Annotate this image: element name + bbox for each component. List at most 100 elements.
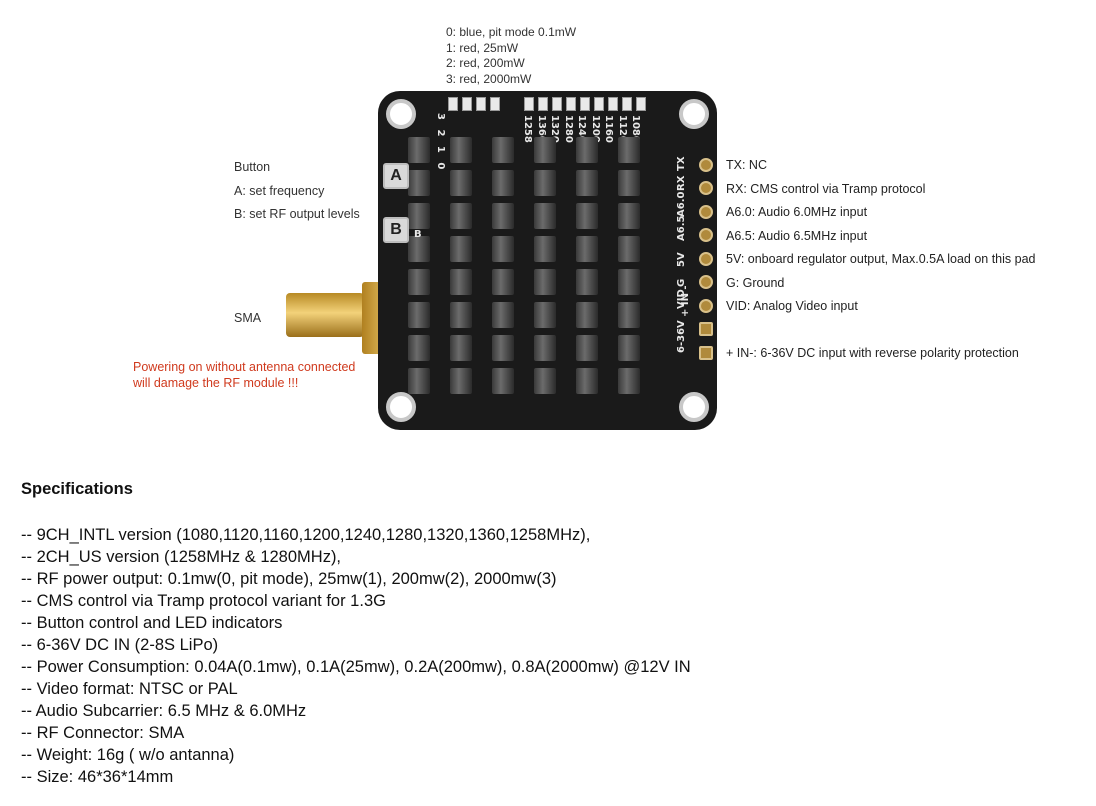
solder-pad (699, 346, 713, 360)
heatsink-fin (576, 236, 598, 262)
heatsink-fin (492, 170, 514, 196)
led (462, 97, 472, 111)
spec-line: -- RF power output: 0.1mw(0, pit mode), … (21, 570, 557, 588)
spec-line: -- 6-36V DC IN (2-8S LiPo) (21, 636, 219, 654)
pad-desc-a60: A6.0: Audio 6.0MHz input (726, 205, 868, 219)
heatsink-fin (618, 203, 640, 229)
pad-silk-label: RX (676, 175, 687, 191)
heatsink-fin (408, 335, 430, 361)
button-a-note: A: set frequency (234, 183, 325, 198)
heatsink-fin (534, 302, 556, 328)
pad-desc-vid: VID: Analog Video input (726, 299, 858, 313)
button-a[interactable]: A (383, 163, 409, 189)
pad-silk-label: TX (676, 156, 687, 171)
spec-line: -- CMS control via Tramp protocol varian… (21, 592, 386, 610)
led (622, 97, 632, 111)
power-level-1: 1: red, 25mW (446, 40, 519, 55)
heatsink-fin (408, 368, 430, 394)
solder-pad (699, 252, 713, 266)
heatsink-fin (492, 302, 514, 328)
pad-silk-label: 5V (676, 252, 687, 267)
spec-line: -- Video format: NTSC or PAL (21, 680, 238, 698)
solder-pad (699, 205, 713, 219)
heatsink-fin (450, 269, 472, 295)
heatsink-fin (408, 269, 430, 295)
pad-silk-label: A6.0 (676, 191, 687, 217)
heatsink-fin (618, 269, 640, 295)
heatsink-fin (408, 137, 430, 163)
spec-line: -- Weight: 16g ( w/o antanna) (21, 746, 235, 764)
heatsink-fin (450, 170, 472, 196)
led (490, 97, 500, 111)
heatsink-fin (576, 335, 598, 361)
heatsink-fin (450, 137, 472, 163)
power-level-2: 2: red, 200mW (446, 56, 525, 70)
sma-label: SMA (234, 311, 262, 325)
mount-hole-tr (679, 99, 709, 129)
antenna-warning-line1: Powering on without antenna connected (133, 360, 356, 374)
heatsink-fin (408, 302, 430, 328)
heatsink-fin (450, 203, 472, 229)
heatsink-fin (576, 368, 598, 394)
pad-desc-tx: TX: NC (726, 158, 767, 172)
button-notes: Button A: set frequency B: set RF output… (234, 156, 360, 227)
pad-silk-label: 6-36V (676, 320, 687, 353)
solder-pad (699, 228, 713, 242)
pad-desc-rx: RX: CMS control via Tramp protocol (726, 181, 926, 196)
power-level-legend: 0: blue, pit mode 0.1mW 1: red, 25mW 2: … (446, 25, 576, 87)
spec-line: -- 2CH_US version (1258MHz & 1280MHz), (21, 548, 342, 566)
antenna-warning: Powering on without antenna connected wi… (133, 359, 355, 391)
heatsink-fin (450, 302, 472, 328)
heatsink-fin (534, 269, 556, 295)
mount-hole-tl (386, 99, 416, 129)
pad-silk-label: A6.5 (676, 215, 687, 241)
button-b[interactable]: B (383, 217, 409, 243)
led (524, 97, 534, 111)
solder-pad (699, 181, 713, 195)
spec-line: -- Audio Subcarrier: 6.5 MHz & 6.0MHz (21, 702, 307, 720)
heatsink-fin (450, 335, 472, 361)
heatsink-fin (534, 137, 556, 163)
heatsink-fin (618, 170, 640, 196)
button-b-note: B: set RF output levels (234, 207, 360, 221)
in-silk: + IN - (680, 285, 691, 317)
power-level-0: 0: blue, pit mode 0.1mW (446, 25, 577, 39)
spec-line: -- RF Connector: SMA (21, 724, 185, 742)
heatsink-fin (492, 269, 514, 295)
spec-line: -- Size: 46*36*14mm (21, 768, 174, 786)
heatsink-fin (618, 236, 640, 262)
sma-connector-icon (286, 293, 364, 337)
heatsink-fin (492, 335, 514, 361)
spec-line: -- Button control and LED indicators (21, 614, 283, 632)
heatsink (408, 133, 666, 403)
heatsink-fin (576, 269, 598, 295)
mount-hole-br (679, 392, 709, 422)
specs-title: Specifications (21, 480, 133, 498)
pad-desc-a65: A6.5: Audio 6.5MHz input (726, 228, 868, 243)
pad-desc-in: + IN-: 6-36V DC input with reverse polar… (726, 346, 1019, 360)
heatsink-fin (408, 236, 430, 262)
led (448, 97, 458, 111)
heatsink-fin (534, 203, 556, 229)
heatsink-fin (618, 137, 640, 163)
heatsink-fin (576, 302, 598, 328)
heatsink-fin (450, 236, 472, 262)
heatsink-fin (492, 203, 514, 229)
power-level-3: 3: red, 2000mW (446, 71, 532, 86)
heatsink-fin (492, 236, 514, 262)
led (636, 97, 646, 111)
b-marker-silk: B (414, 229, 422, 240)
specs-list: -- 9CH_INTL version (1080,1120,1160,1200… (21, 524, 691, 788)
heatsink-fin (618, 368, 640, 394)
heatsink-fin (618, 335, 640, 361)
heatsink-fin (534, 170, 556, 196)
solder-pad (699, 275, 713, 289)
heatsink-fin (408, 170, 430, 196)
heatsink-fin (408, 203, 430, 229)
heatsink-fin (534, 368, 556, 394)
spec-line: -- 9CH_INTL version (1080,1120,1160,1200… (21, 526, 591, 544)
heatsink-fin (618, 302, 640, 328)
heatsink-fin (534, 236, 556, 262)
led (608, 97, 618, 111)
